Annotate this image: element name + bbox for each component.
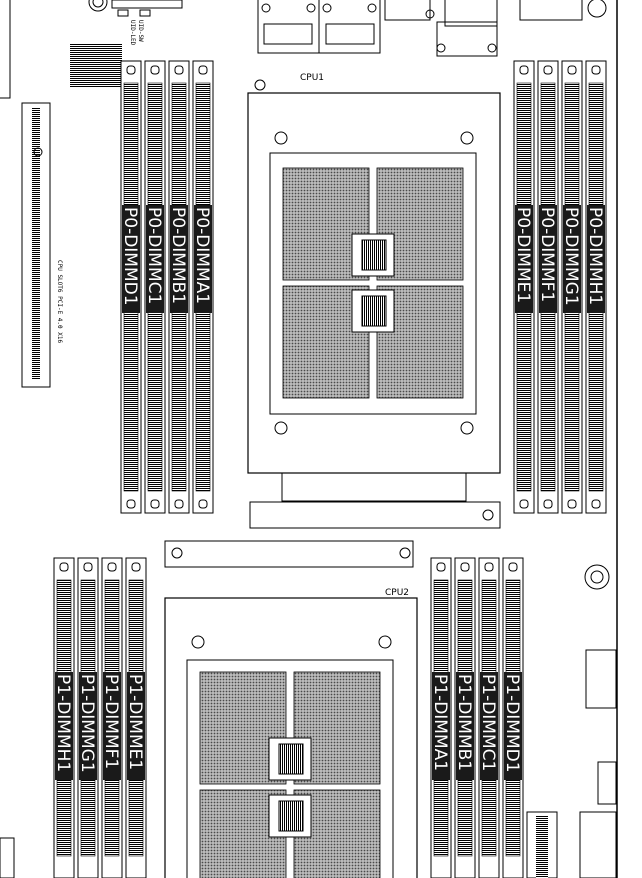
dimm-slot: P0-DIMMH1 bbox=[585, 60, 607, 514]
dimm-label: P0-DIMMA1 bbox=[192, 207, 212, 304]
dimm-slot: P1-DIMMH1 bbox=[53, 557, 75, 878]
dimm-slot: P0-DIMMA1 bbox=[192, 60, 214, 514]
dimm-label: P0-DIMMF1 bbox=[537, 207, 557, 302]
dimm-slot: P1-DIMME1 bbox=[125, 557, 147, 878]
dimm-slot: P1-DIMMC1 bbox=[478, 557, 500, 878]
dimm-label: P0-DIMME1 bbox=[513, 207, 533, 303]
dimm-slot: P1-DIMMG1 bbox=[77, 557, 99, 878]
jumper-block bbox=[70, 44, 122, 88]
dimm-slot: P1-DIMMB1 bbox=[454, 557, 476, 878]
right-side-connectors bbox=[0, 564, 617, 878]
dimm-label: P1-DIMMG1 bbox=[77, 674, 97, 773]
dimm-label: P0-DIMMB1 bbox=[168, 207, 188, 304]
dimm-slot: P1-DIMMD1 bbox=[502, 557, 524, 878]
cpu1-socket: CPU1 bbox=[247, 73, 501, 474]
dimm-label: P0-DIMMD1 bbox=[120, 207, 140, 306]
uid-labels: UID-SW UID-LED bbox=[129, 20, 144, 46]
cpu2-socket: CPU2 bbox=[164, 540, 418, 878]
dimm-label: P1-DIMMA1 bbox=[430, 674, 450, 771]
top-left-header bbox=[0, 0, 183, 99]
dimm-label: P1-DIMMH1 bbox=[53, 674, 73, 772]
dimm-slot: P0-DIMMF1 bbox=[537, 60, 559, 514]
dimm-slot: P0-DIMMB1 bbox=[168, 60, 190, 514]
svg-text:UID-LED: UID-LED bbox=[129, 20, 136, 46]
dimm-label: P1-DIMMB1 bbox=[454, 674, 474, 771]
dimm-label: P1-DIMME1 bbox=[125, 674, 145, 770]
dimm-slot: P1-DIMMF1 bbox=[101, 557, 123, 878]
cpu1-bottom-connectors bbox=[249, 472, 501, 529]
cpu1-label: CPU1 bbox=[300, 73, 324, 83]
dimm-slot: P0-DIMMC1 bbox=[144, 60, 166, 514]
svg-text:UID-SW: UID-SW bbox=[137, 20, 144, 42]
dimm-slot: P1-DIMMA1 bbox=[430, 557, 452, 878]
cpu2-label: CPU2 bbox=[385, 588, 409, 598]
dimm-label: P0-DIMMH1 bbox=[585, 207, 605, 305]
dimm-label: P1-DIMMC1 bbox=[478, 674, 498, 771]
dimm-slot: P0-DIMMD1 bbox=[120, 60, 142, 514]
pcie-slot6: CPU SLOT6 PCI-E 4.0 X16 bbox=[21, 102, 63, 388]
pcie-slot-label: CPU SLOT6 PCI-E 4.0 X16 bbox=[56, 260, 63, 343]
dimm-label: P1-DIMMF1 bbox=[101, 674, 121, 769]
dimm-label: P0-DIMMG1 bbox=[561, 207, 581, 306]
top-io-connectors bbox=[257, 0, 607, 57]
dimm-label: P0-DIMMC1 bbox=[144, 207, 164, 304]
dimm-slot: P0-DIMME1 bbox=[513, 60, 535, 514]
dimm-slot: P0-DIMMG1 bbox=[561, 60, 583, 514]
dimm-label: P1-DIMMD1 bbox=[502, 674, 522, 773]
